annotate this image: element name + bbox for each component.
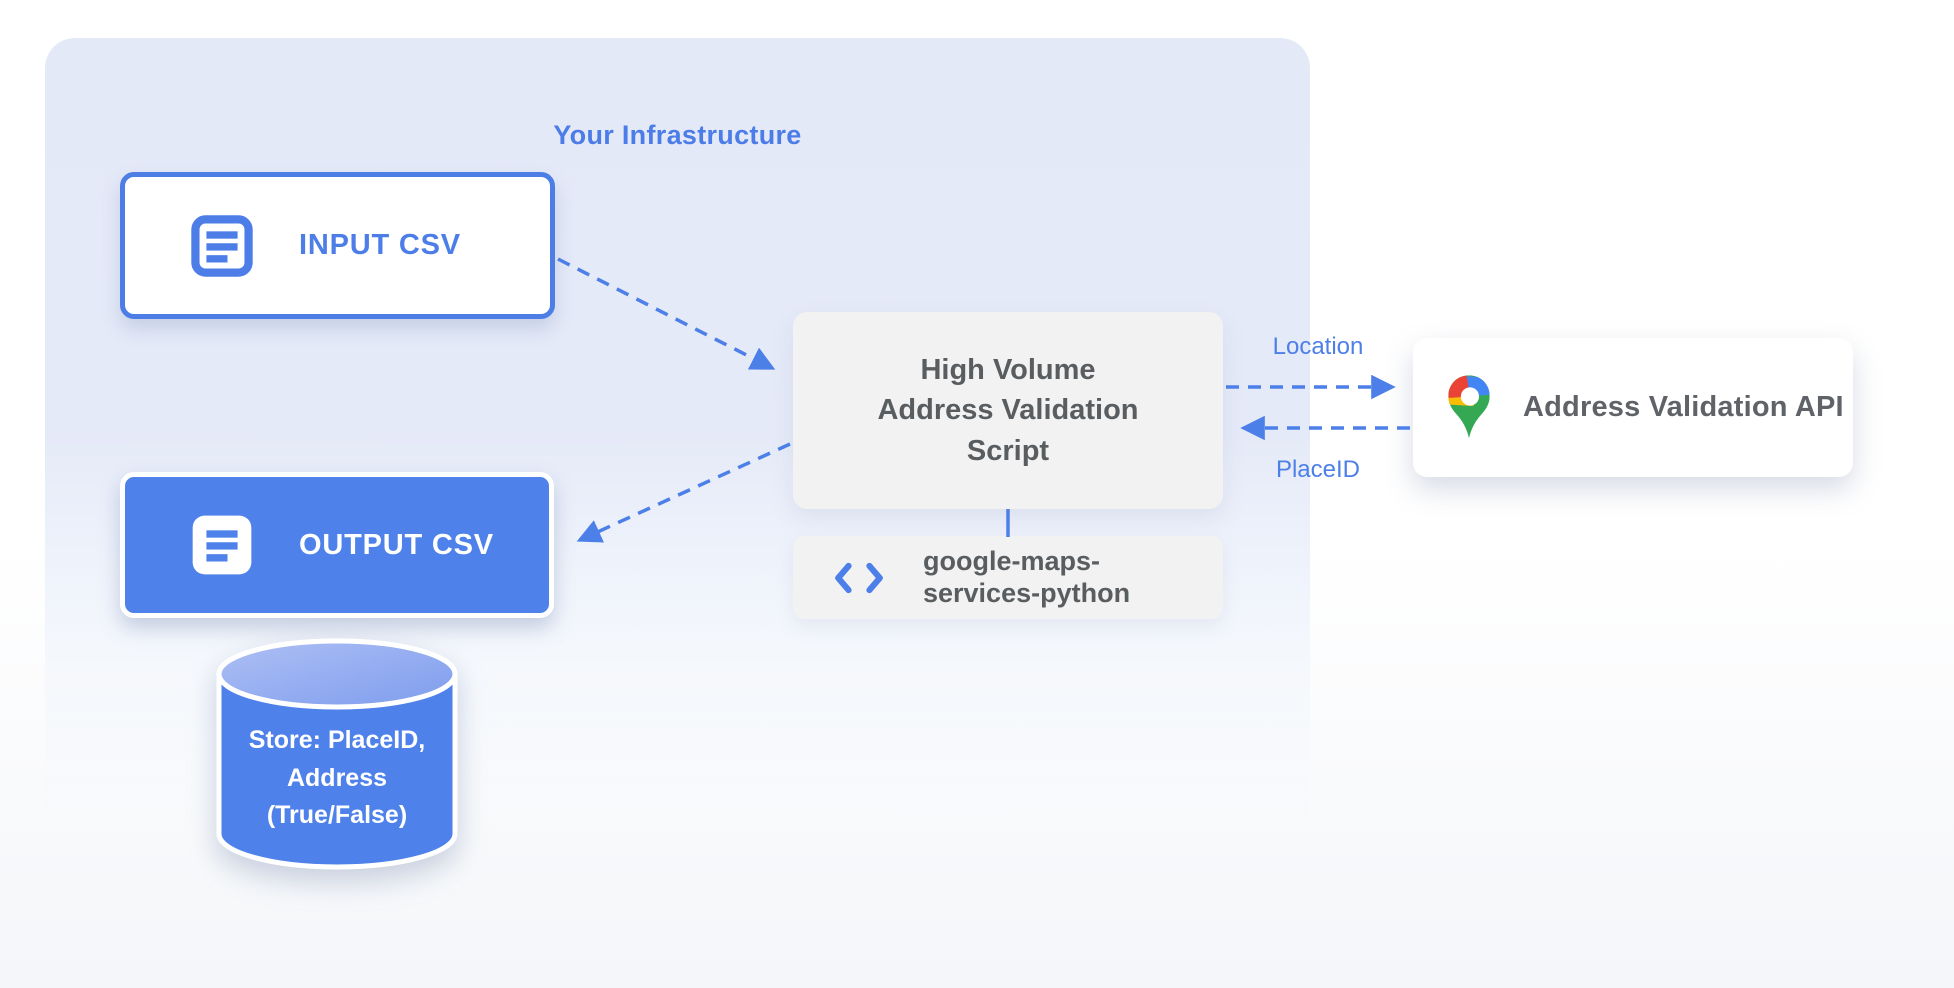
api-box: Address Validation API: [1413, 338, 1853, 477]
location-flow-label: Location: [1272, 333, 1364, 360]
code-icon: [835, 562, 883, 593]
api-label: Address Validation API: [1523, 391, 1844, 423]
output-csv-box: OUTPUT CSV: [120, 472, 554, 618]
output-csv-label: OUTPUT CSV: [299, 528, 494, 561]
document-icon: [192, 515, 252, 575]
script-box: High Volume Address Validation Script: [793, 312, 1223, 509]
library-box: google-maps- services-python: [793, 536, 1223, 619]
placeid-flow-label: PlaceID: [1275, 456, 1361, 483]
library-label: google-maps- services-python: [923, 545, 1131, 608]
document-icon: [191, 214, 253, 277]
script-label: High Volume Address Validation Script: [877, 354, 1139, 467]
datastore-cylinder: [216, 638, 458, 870]
input-csv-label: INPUT CSV: [299, 229, 461, 261]
infrastructure-title: Your Infrastructure: [553, 120, 802, 150]
google-maps-pin-icon: [1448, 374, 1490, 438]
input-csv-box: INPUT CSV: [120, 172, 555, 319]
datastore-label: Store: PlaceID, Address (True/False): [248, 726, 426, 829]
